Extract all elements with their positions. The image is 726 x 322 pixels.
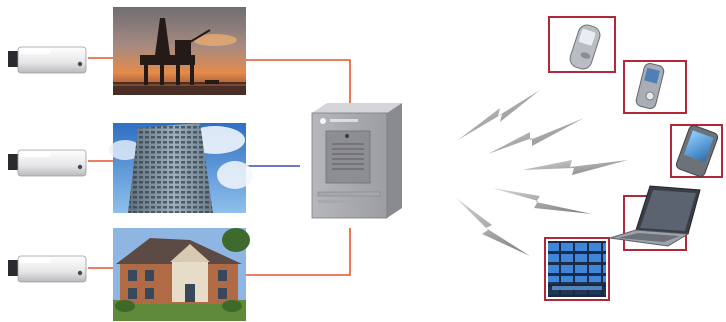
lightning-bolt-icon [522, 160, 628, 175]
cctv-camera-icon [8, 256, 86, 282]
wireless-signals [456, 90, 628, 256]
lightning-bolt-icon [458, 90, 540, 140]
lightning-bolt-icon [492, 188, 592, 214]
residential-house-photo [113, 228, 250, 321]
smartphone-icon [549, 17, 615, 72]
link-house-to-server [246, 228, 350, 275]
cctv-camera-icon [8, 150, 86, 176]
control-room-monitor-wall-icon [545, 238, 609, 300]
industrial-computer-server-icon [312, 103, 402, 218]
office-skyscraper-photo [109, 123, 253, 213]
laptop-icon [610, 186, 700, 250]
lightning-bolt-icon [456, 198, 530, 256]
lightning-bolt-icon [488, 118, 584, 154]
cctv-camera-icon [8, 47, 86, 73]
pda-icon [671, 124, 722, 177]
mobile-phone-icon [624, 61, 686, 113]
offshore-oil-rig-photo [113, 7, 246, 95]
